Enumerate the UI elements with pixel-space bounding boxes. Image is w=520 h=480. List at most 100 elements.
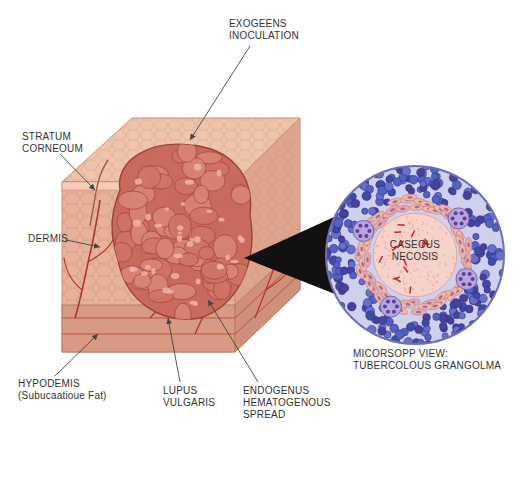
necrotic-debris (450, 272, 452, 274)
leader-line (55, 334, 98, 376)
lymphocyte (363, 298, 371, 306)
epithelioid-cell (465, 237, 472, 252)
lymphocyte (453, 299, 461, 307)
necrotic-debris (410, 272, 412, 274)
lymphocyte (420, 181, 426, 187)
lymphocyte (362, 191, 371, 200)
cell-nucleus (377, 295, 382, 301)
lesion-highlight (181, 202, 186, 206)
necrotic-debris (422, 223, 424, 225)
view-heading: MICORSOPP VIEW: TUBERCOLOUS GRANGOLMA (353, 348, 513, 372)
giant-cell-nucleus (358, 224, 362, 228)
lesion-nodule (140, 259, 163, 272)
fat-septum (62, 334, 235, 335)
giant-cell-nucleus (355, 229, 359, 233)
necrotic-debris (418, 231, 420, 233)
lymphocyte (339, 242, 346, 249)
lymphocyte (352, 200, 360, 208)
necrotic-debris (403, 287, 405, 289)
lymphocyte (448, 318, 454, 324)
lymphocyte (480, 274, 487, 281)
cell-nucleus (422, 305, 427, 308)
necrotic-debris (395, 220, 397, 222)
necrotic-debris (403, 283, 405, 285)
lesion-highlight (171, 273, 179, 279)
necrotic-debris (405, 291, 407, 293)
necrotic-debris (428, 274, 430, 276)
necrotic-debris (428, 275, 430, 277)
leader-line (168, 318, 180, 382)
lymphocyte (338, 236, 345, 243)
bacillus (398, 224, 404, 226)
lesion-highlight (194, 164, 202, 171)
necrotic-debris (381, 237, 383, 239)
epithelioid-cell (465, 237, 472, 252)
necrotic-debris (414, 282, 416, 284)
giant-cell (353, 220, 374, 241)
lesion-highlight (154, 224, 162, 228)
lesion-highlight (238, 235, 243, 240)
giant-cell-nucleus (460, 222, 464, 226)
necrotic-debris (389, 250, 391, 252)
necrotic-debris (422, 290, 424, 292)
lymphocyte (404, 337, 413, 346)
lymphocyte (432, 196, 440, 204)
lesion-nodule (156, 238, 174, 259)
necrotic-debris (432, 238, 434, 240)
lymphocyte (347, 302, 356, 311)
giant-cell-nucleus (383, 305, 387, 309)
giant-cell-nucleus (468, 282, 472, 286)
lesion-highlight (177, 235, 182, 241)
callout-label: STRATUM CORNEOUM (22, 131, 86, 155)
lymphocyte (452, 181, 461, 190)
lesion-highlight (145, 265, 151, 269)
giant-cell (380, 296, 401, 317)
necrotic-debris (385, 245, 387, 247)
lymphocyte (348, 261, 355, 268)
necrotic-debris (433, 275, 435, 277)
lesion-nodule (199, 247, 215, 260)
lymphocyte (366, 311, 375, 320)
necrotic-debris (384, 262, 386, 264)
necrotic-debris (433, 285, 435, 287)
lymphocyte (386, 176, 393, 183)
necrotic-debris (410, 279, 412, 281)
lesion-nodule (213, 235, 237, 261)
necrotic-debris (452, 256, 454, 258)
necrotic-debris (429, 280, 431, 282)
caseous-core (373, 213, 457, 297)
giant-cell (456, 269, 477, 290)
necrotic-debris (407, 222, 409, 224)
fat-septum (235, 274, 300, 334)
lymphocyte (334, 262, 341, 269)
epithelioid-cell (364, 252, 371, 267)
microscope-field-outline (326, 166, 504, 344)
lymphocyte (431, 181, 440, 190)
necrotic-debris (445, 265, 447, 267)
lymphocyte (347, 245, 356, 254)
giant-cell-nucleus (395, 305, 399, 309)
necrotic-debris (404, 231, 406, 233)
necrotic-debris (425, 266, 427, 268)
bacillus (412, 231, 415, 236)
necrotic-debris (446, 233, 448, 235)
lymphocyte (423, 191, 430, 198)
lymphocyte (463, 191, 472, 200)
tissue-background (326, 166, 504, 344)
necrotic-debris (429, 271, 431, 273)
cell-nucleus (378, 285, 383, 291)
giant-cell-nucleus (386, 299, 390, 303)
necrotic-debris (446, 232, 448, 234)
giant-cell-nucleus (392, 299, 396, 303)
necrotic-debris (401, 236, 403, 238)
necrotic-debris (421, 288, 423, 290)
lymphocyte (474, 221, 480, 227)
lymphocyte (431, 173, 438, 180)
necrotic-debris (412, 288, 414, 290)
lymphocyte (339, 209, 348, 218)
cell-nucleus (400, 207, 406, 210)
necrotic-debris (389, 255, 391, 257)
giant-cell-nucleus (463, 216, 467, 220)
lesion-highlight (218, 218, 224, 222)
